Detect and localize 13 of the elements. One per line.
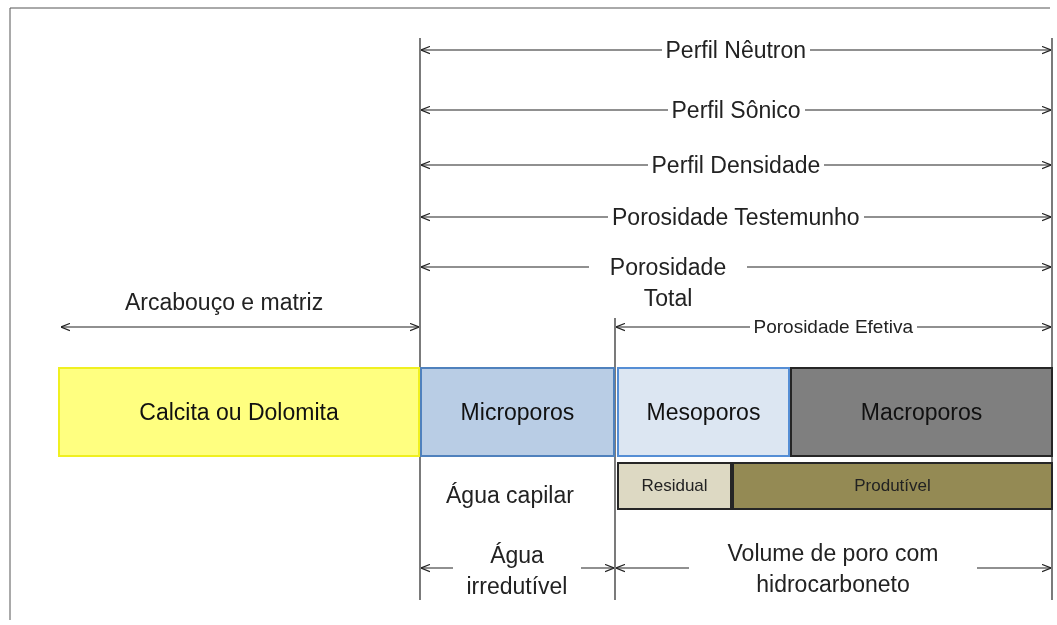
dimension-label: Arcabouço e matriz [124,288,325,317]
box-label: Calcita ou Dolomita [139,398,339,426]
rock-component-box [617,462,732,510]
box-label: Produtível [854,476,931,496]
box-label: Residual [641,476,708,496]
rock-component-box [617,367,790,457]
rock-component-box [732,462,1053,510]
rock-component-box [420,367,615,457]
rock-component-box [790,367,1053,457]
box-label: Macroporos [860,398,983,426]
box-label: Microporos [460,398,575,426]
box-label: Mesoporos [646,398,761,426]
rock-component-box [58,367,420,457]
